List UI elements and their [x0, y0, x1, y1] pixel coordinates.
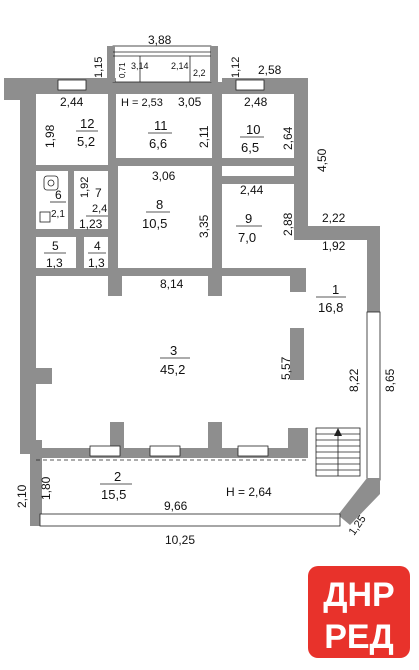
- room-3-area: 45,2: [160, 362, 185, 377]
- dim-r9-w: 2,44: [240, 183, 264, 197]
- room-7-number: 7: [95, 186, 102, 200]
- room-6-number: 6: [55, 188, 62, 202]
- dim-r11-h: 2,11: [197, 125, 211, 148]
- room-9-area: 7,0: [238, 230, 256, 245]
- watermark-line1: ДНР: [323, 576, 394, 614]
- dim-left-210: 2,10: [15, 484, 29, 508]
- dim-bottom-1025: 10,25: [165, 533, 195, 547]
- dimension-labels: 3,88 1,15 0,71 3,14 2,14 2,2 1,12 2,58 2…: [15, 33, 397, 547]
- room-7-area: 1,23: [79, 217, 103, 231]
- room-2-area: 15,5: [101, 487, 126, 502]
- watermark-logo: ДНР РЕД: [308, 566, 410, 658]
- dim-r7-h: 1,92: [79, 177, 91, 198]
- dim-top-388: 3,88: [148, 33, 172, 47]
- room-6-area: 2,1: [51, 209, 65, 220]
- watermark-line2: РЕД: [324, 618, 394, 656]
- room-11-number: 11: [154, 118, 168, 133]
- dim-r3-557: 5,57: [279, 356, 293, 380]
- dim-r7-w: 2,4: [92, 203, 107, 215]
- bathroom-fixtures: [39, 175, 59, 223]
- dim-r1-192: 1,92: [322, 239, 346, 253]
- windows: [57, 79, 269, 457]
- room-9-number: 9: [245, 211, 252, 226]
- dim-right-865: 8,65: [383, 368, 397, 392]
- stairs: [315, 427, 361, 477]
- height-upper: H = 2,53: [121, 97, 163, 109]
- room-2-number: 2: [114, 469, 121, 484]
- top-vestibule: [107, 45, 218, 83]
- room-4-area: 1,3: [88, 256, 105, 270]
- room-10-number: 10: [246, 122, 260, 137]
- room-labels: 12 5,2 11 6,6 10 6,5 6 2,1 7 1,23 8 10,5…: [44, 116, 346, 502]
- dim-top-214: 2,14: [171, 61, 189, 71]
- dim-r8-w: 3,06: [152, 169, 176, 183]
- room-4-number: 4: [94, 239, 101, 253]
- dim-top-258: 2,58: [258, 63, 282, 77]
- room-5-number: 5: [52, 239, 59, 253]
- room-10-area: 6,5: [241, 140, 259, 155]
- dim-r10-h: 2,64: [281, 126, 295, 150]
- dim-r9-h: 2,88: [281, 212, 295, 236]
- dim-r1-222: 2,22: [322, 211, 346, 225]
- room-1-area: 16,8: [318, 300, 343, 315]
- dim-top-314: 3,14: [131, 61, 149, 71]
- dim-r12-h: 1,98: [43, 124, 57, 148]
- dim-top-22: 2,2: [193, 68, 206, 78]
- dim-right-450: 4,50: [315, 148, 329, 172]
- room-5-area: 1,3: [46, 256, 63, 270]
- dim-r12-w: 2,44: [60, 95, 84, 109]
- dim-mid-814: 8,14: [160, 277, 184, 291]
- dim-r11-w: 3,05: [178, 95, 202, 109]
- room-12-area: 5,2: [77, 134, 95, 149]
- room-8-number: 8: [156, 197, 163, 212]
- dim-r10-w: 2,48: [244, 95, 268, 109]
- dim-left-180: 1,80: [39, 476, 53, 500]
- dim-r8-h: 3,35: [197, 214, 211, 238]
- dim-bottom-966: 9,66: [164, 499, 188, 513]
- room-12-number: 12: [80, 116, 94, 131]
- dim-top-112: 1,12: [230, 57, 242, 78]
- dim-top-071: 0,71: [118, 62, 127, 78]
- dim-top-115: 1,15: [93, 57, 105, 78]
- dim-r1-822: 8,22: [347, 368, 361, 392]
- height-lower: H = 2,64: [226, 485, 272, 499]
- room-1-number: 1: [332, 282, 339, 297]
- room-3-number: 3: [170, 343, 177, 358]
- room-11-area: 6,6: [149, 136, 167, 151]
- room-8-area: 10,5: [142, 216, 167, 231]
